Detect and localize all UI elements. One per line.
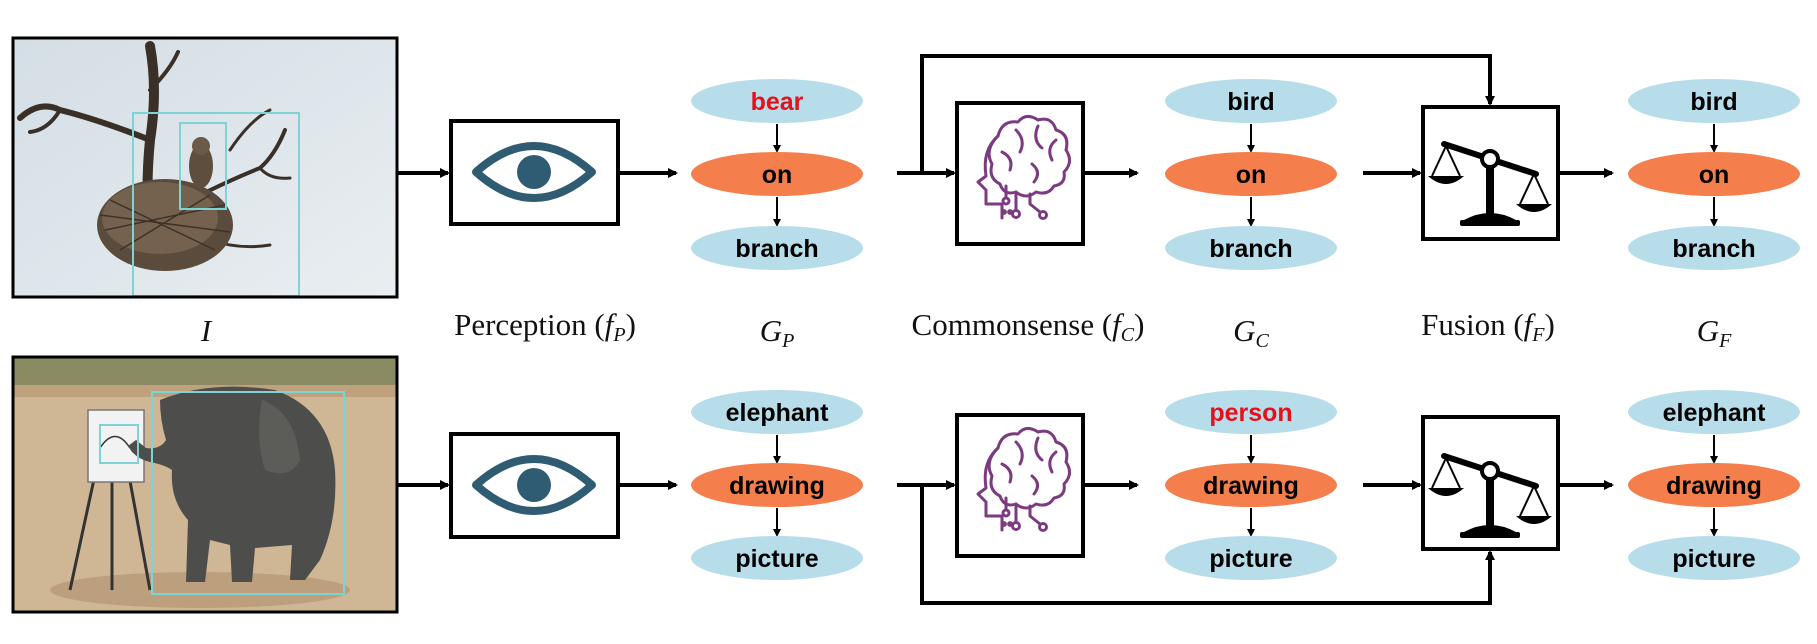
- object-node: [691, 226, 863, 270]
- subject-node: [1165, 79, 1337, 123]
- graph-gp-row2: elephant drawing picture: [691, 390, 863, 580]
- graph-gc-row2: person drawing picture: [1165, 390, 1337, 580]
- subject-label: bear: [751, 88, 804, 116]
- subject-label: bird: [1227, 88, 1274, 116]
- object-label: picture: [735, 545, 818, 573]
- object-label: picture: [1209, 545, 1292, 573]
- subject-label: person: [1209, 399, 1292, 427]
- object-label: branch: [735, 235, 818, 263]
- label-gp: GP: [759, 313, 795, 352]
- graph-gc-row1: bird on branch: [1165, 79, 1337, 270]
- owl-branch-photo: [11, 36, 399, 299]
- label-gf: GF: [1696, 313, 1732, 352]
- fusion-module-row2: [1421, 415, 1560, 551]
- graph-gp-row1: bear on branch: [691, 79, 863, 270]
- elephant-painting-photo: [11, 355, 399, 614]
- predicate-label: on: [762, 161, 793, 189]
- subject-label: bird: [1690, 88, 1737, 116]
- predicate-label: drawing: [1666, 472, 1762, 500]
- object-node: [1165, 226, 1337, 270]
- predicate-label: on: [1236, 161, 1267, 189]
- label-image: I: [200, 313, 212, 348]
- object-node: [691, 536, 863, 580]
- predicate-node: [691, 152, 863, 196]
- flow-arrows: [398, 54, 1614, 605]
- subject-node: [1628, 79, 1800, 123]
- predicate-label: drawing: [729, 472, 825, 500]
- object-label: picture: [1672, 545, 1755, 573]
- object-node: [1628, 536, 1800, 580]
- predicate-node: [1165, 463, 1337, 507]
- subject-node: [691, 390, 863, 434]
- subject-label: elephant: [726, 399, 829, 427]
- predicate-node: [691, 463, 863, 507]
- object-node: [1165, 536, 1337, 580]
- predicate-label: on: [1699, 161, 1730, 189]
- object-label: branch: [1209, 235, 1292, 263]
- label-fusion: Fusion (fF): [1421, 307, 1555, 346]
- commonsense-module-row2: [955, 413, 1085, 558]
- fusion-module-row1: [1421, 105, 1560, 241]
- label-perception: Perception (fP): [454, 307, 636, 346]
- graph-gf-row2: elephant drawing picture: [1628, 390, 1800, 580]
- label-gc: GC: [1233, 313, 1269, 352]
- perception-module-row2: [449, 432, 620, 539]
- object-node: [1628, 226, 1800, 270]
- subject-node: [1628, 390, 1800, 434]
- predicate-node: [1628, 152, 1800, 196]
- scene-graphs: bear on branch bird on branch bird on branch elep…: [691, 79, 1800, 580]
- subject-node: [1165, 390, 1337, 434]
- subject-label: elephant: [1663, 399, 1766, 427]
- predicate-node: [1628, 463, 1800, 507]
- subject-node: [691, 79, 863, 123]
- graph-gf-row1: bird on branch: [1628, 79, 1800, 270]
- predicate-node: [1165, 152, 1337, 196]
- commonsense-module-row1: [955, 101, 1085, 246]
- perception-module-row1: [449, 119, 620, 226]
- object-label: branch: [1672, 235, 1755, 263]
- label-commonsense: Commonsense (fC): [911, 307, 1145, 346]
- predicate-label: drawing: [1203, 472, 1299, 500]
